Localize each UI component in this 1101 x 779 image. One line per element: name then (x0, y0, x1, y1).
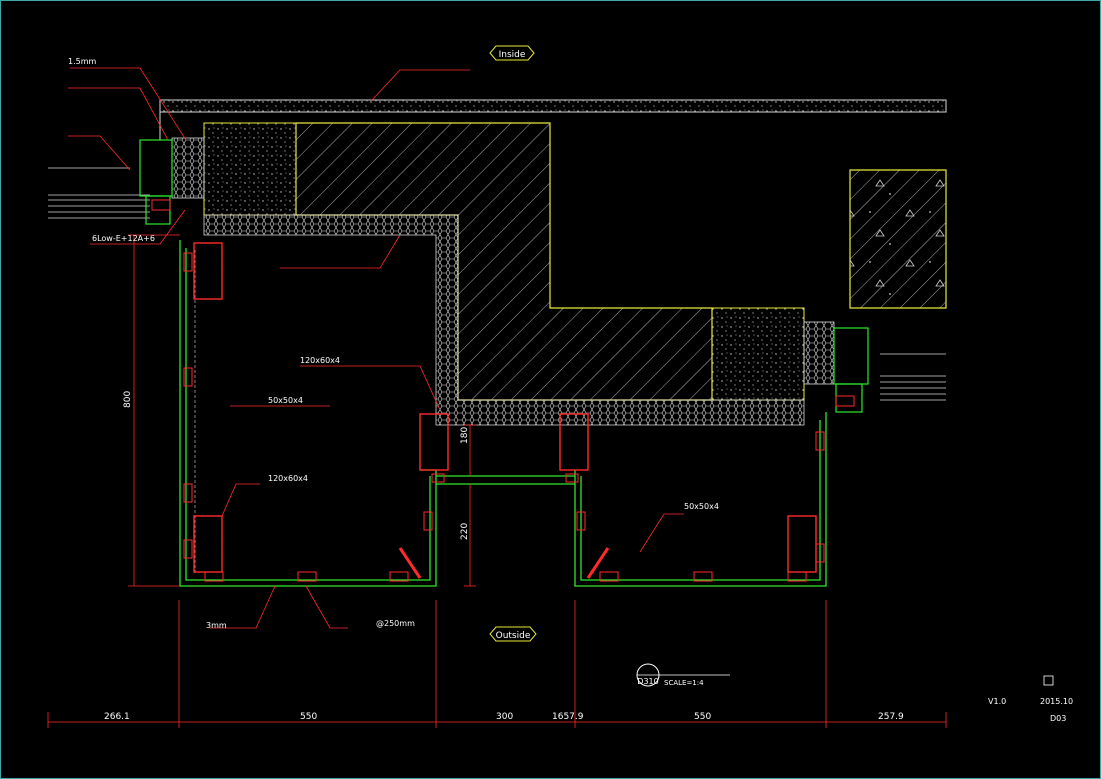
glass-unit (48, 167, 946, 401)
inside-label: Inside (499, 50, 526, 60)
concrete-wall (295, 122, 947, 401)
cladding-return (436, 475, 575, 485)
sheet-number: D03 (1050, 714, 1066, 723)
infill-block (203, 122, 805, 401)
revision-date: 2015.10 (1040, 697, 1073, 706)
tube-label-right-50: 50x50x4 (684, 502, 719, 511)
outside-tag: Outside (489, 626, 537, 642)
annotation-texts: 1.5mm 6Low-E+12A+6 120x60x4 50x50x4 120x… (68, 57, 719, 630)
dim-550a: 550 (300, 712, 317, 722)
detail-number: D310 (637, 677, 658, 686)
dim-266: 266.1 (104, 712, 130, 722)
tube-label-left-50: 50x50x4 (268, 396, 303, 405)
spacing-label: @250mm (376, 619, 415, 628)
inside-tag: Inside (489, 45, 535, 61)
dim-300: 300 (496, 712, 513, 722)
dim-550b: 550 (694, 712, 711, 722)
dim-800: 800 (123, 391, 133, 408)
cladding-left (179, 240, 437, 587)
bracket (151, 199, 855, 582)
title-block: V1.0 2015.10 D03 (988, 675, 1073, 723)
detail-scale: SCALE=1:4 (664, 679, 704, 687)
dimension-lines (47, 234, 947, 728)
film-thickness-label: 1.5mm (68, 57, 97, 66)
leader-lines (68, 67, 684, 629)
dim-220: 220 (460, 523, 470, 540)
glass-spec-label: 6Low-E+12A+6 (92, 234, 155, 243)
floor-screed (159, 99, 947, 140)
cladding-right (574, 412, 827, 587)
dim-180: 180 (460, 427, 470, 444)
outside-label: Outside (496, 631, 531, 641)
dimension-texts: 800 180 220 266.1 550 300 1657.9 550 257… (104, 391, 904, 722)
dim-1657: 1657.9 (552, 712, 584, 722)
detail-bubble: D310 SCALE=1:4 (636, 663, 730, 687)
dim-257: 257.9 (878, 712, 904, 722)
tube-label-left-120: 120x60x4 (268, 474, 308, 483)
revision: V1.0 (988, 697, 1006, 706)
sheet-label: 3mm (206, 621, 227, 630)
tube-label-top: 120x60x4 (300, 356, 340, 365)
